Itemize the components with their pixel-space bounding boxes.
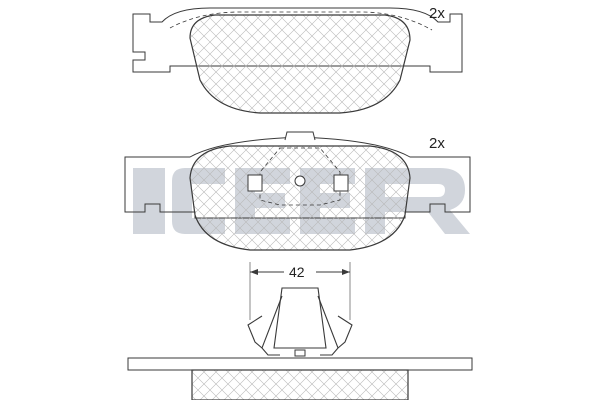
- spring-clip: [273, 287, 327, 349]
- left-guide-pin: [247, 174, 263, 192]
- dimension-label: 42: [289, 264, 305, 280]
- middle-pad-quantity-label: 2x: [429, 135, 445, 152]
- middle-pad-friction-material: [189, 145, 411, 251]
- wear-indicator-tab: [284, 131, 316, 141]
- center-hole: [294, 175, 306, 187]
- top-pad-inner-dashed-contour: [169, 11, 433, 31]
- top-pad-backing-plate: [132, 7, 463, 73]
- spring-clip-rivet: [294, 349, 306, 357]
- top-pad-quantity-label: 2x: [429, 5, 445, 22]
- side-view-friction-block: [191, 369, 409, 400]
- dimension-line: [249, 262, 351, 320]
- top-pad-friction-material: [189, 14, 411, 114]
- side-view-backing-plate: [127, 357, 473, 371]
- right-guide-pin: [333, 174, 349, 192]
- spring-clip-left-leg: [247, 295, 283, 356]
- spring-clip-right-leg: [317, 295, 353, 356]
